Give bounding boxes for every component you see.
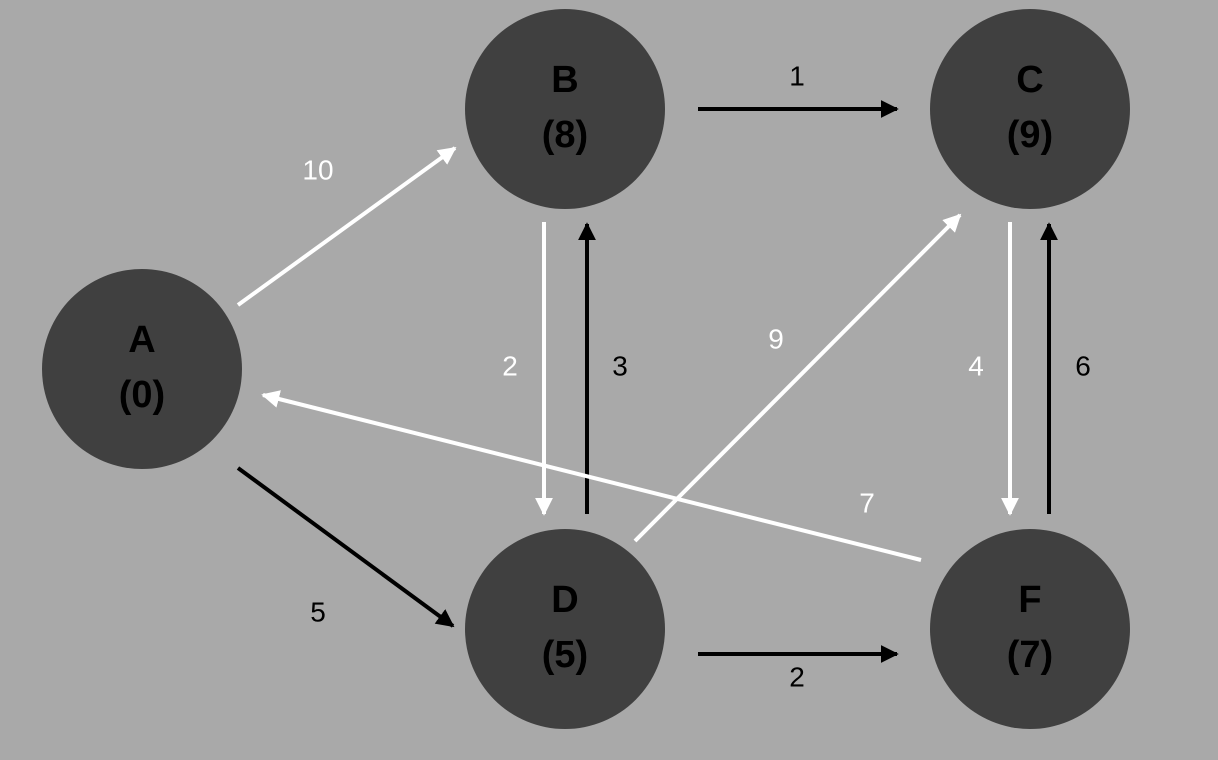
node-d: D (5) bbox=[465, 529, 665, 729]
node-circle bbox=[930, 9, 1130, 209]
edge-weight-label: 9 bbox=[768, 323, 784, 354]
edge-arrow bbox=[633, 213, 962, 543]
node-a: A (0) bbox=[42, 269, 242, 469]
edge-b-d: 2 bbox=[502, 222, 553, 516]
edge-weight-label: 5 bbox=[310, 596, 326, 627]
edge-weight-label: 2 bbox=[789, 661, 805, 692]
edge-weight-label: 7 bbox=[859, 487, 875, 518]
nodes-layer: A (0) B (8) C (9) D (5) F (7) bbox=[42, 9, 1130, 729]
edge-weight-label: 4 bbox=[968, 350, 984, 381]
node-label: C bbox=[1016, 59, 1043, 101]
node-circle bbox=[465, 9, 665, 209]
node-distance: (9) bbox=[1007, 114, 1053, 156]
edge-arrow bbox=[236, 466, 455, 628]
node-f: F (7) bbox=[930, 529, 1130, 729]
edge-weight-label: 1 bbox=[789, 60, 805, 91]
edge-b-c: 1 bbox=[698, 60, 899, 118]
node-circle bbox=[930, 529, 1130, 729]
edge-weight-label: 3 bbox=[612, 350, 628, 381]
edge-arrow bbox=[236, 146, 457, 307]
node-circle bbox=[465, 529, 665, 729]
node-c: C (9) bbox=[930, 9, 1130, 209]
edge-weight-label: 2 bbox=[502, 350, 518, 381]
node-label: B bbox=[551, 59, 578, 101]
node-distance: (0) bbox=[119, 374, 165, 416]
node-distance: (8) bbox=[542, 114, 588, 156]
edges-layer: 10 5 1 2 3 9 7 4 6 2 bbox=[236, 60, 1091, 692]
edge-weight-label: 10 bbox=[302, 154, 333, 185]
edge-d-f: 2 bbox=[698, 645, 899, 692]
edge-d-c: 9 bbox=[633, 213, 962, 543]
edge-f-c: 6 bbox=[1040, 222, 1091, 514]
edge-d-b: 3 bbox=[578, 222, 628, 514]
node-label: F bbox=[1018, 579, 1041, 621]
node-distance: (5) bbox=[542, 634, 588, 676]
edge-c-f: 4 bbox=[968, 222, 1019, 516]
edge-f-a: 7 bbox=[261, 390, 922, 562]
edge-a-b: 10 bbox=[236, 146, 457, 307]
node-circle bbox=[42, 269, 242, 469]
node-distance: (7) bbox=[1007, 634, 1053, 676]
edge-arrow bbox=[261, 390, 922, 562]
node-label: A bbox=[128, 319, 155, 361]
edge-weight-label: 6 bbox=[1075, 350, 1091, 381]
edge-a-d: 5 bbox=[236, 466, 455, 628]
node-label: D bbox=[551, 579, 578, 621]
node-b: B (8) bbox=[465, 9, 665, 209]
